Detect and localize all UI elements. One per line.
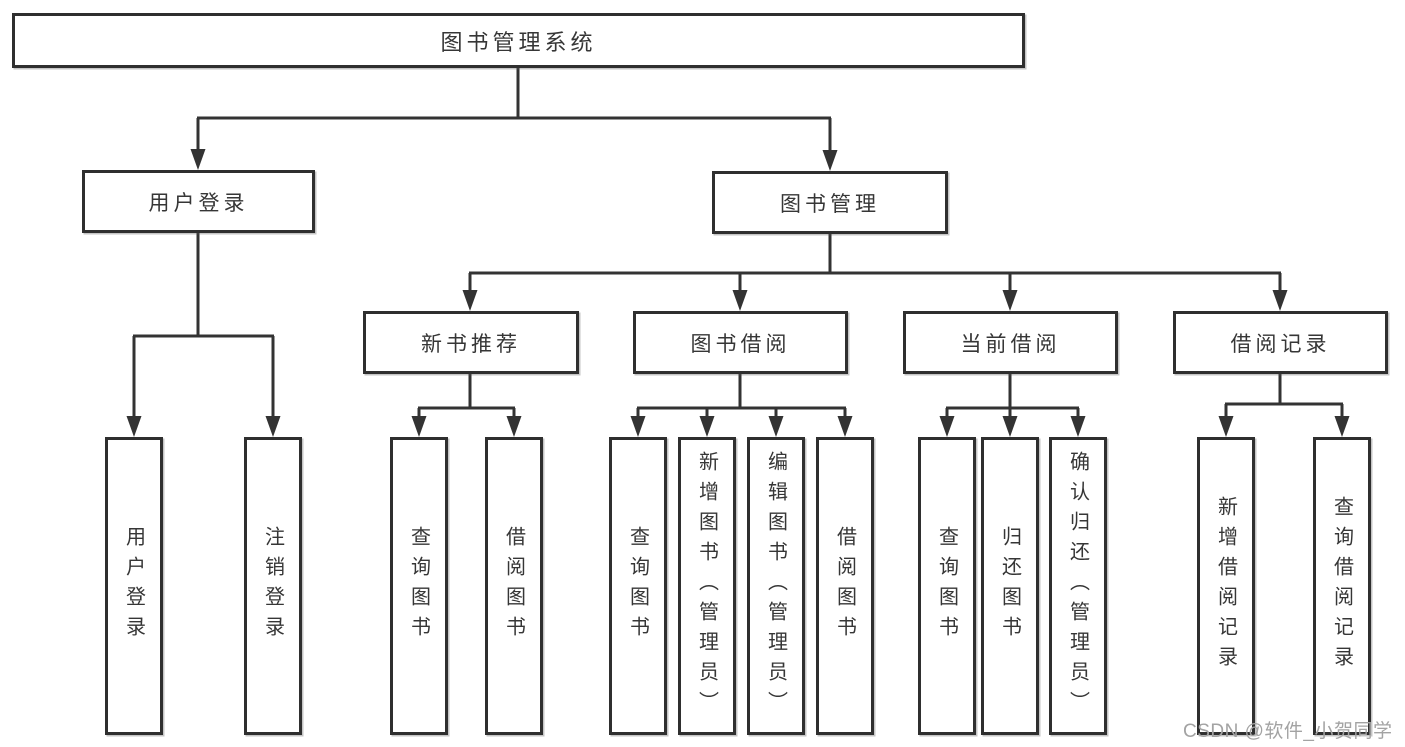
leaf-confirm-return-admin: 确认归还（管理员） <box>1049 437 1107 735</box>
node-current-borrowing: 当前借阅 <box>903 311 1118 374</box>
leaf-borrow-books: 借阅图书 <box>816 437 874 735</box>
leaf-user-login: 用户登录 <box>105 437 163 735</box>
csdn-watermark: CSDN @软件_小贺同学 <box>1183 721 1393 742</box>
leaf-query-borrow-record: 查询借阅记录 <box>1313 437 1371 735</box>
leaf-query-books-current: 查询图书 <box>918 437 976 735</box>
leaf-logout: 注销登录 <box>244 437 302 735</box>
leaf-edit-book-admin: 编辑图书（管理员） <box>747 437 805 735</box>
leaf-return-books: 归还图书 <box>981 437 1039 735</box>
node-new-book-recommend: 新书推荐 <box>363 311 579 374</box>
leaf-borrow-books-recommend: 借阅图书 <box>485 437 543 735</box>
node-user-login: 用户登录 <box>82 170 315 233</box>
leaf-query-books-borrowing: 查询图书 <box>609 437 667 735</box>
leaf-query-books-recommend: 查询图书 <box>390 437 448 735</box>
node-borrow-records: 借阅记录 <box>1173 311 1388 374</box>
leaf-add-book-admin: 新增图书（管理员） <box>678 437 736 735</box>
node-book-management: 图书管理 <box>712 171 948 234</box>
leaf-add-borrow-record: 新增借阅记录 <box>1197 437 1255 735</box>
node-library-system: 图书管理系统 <box>12 13 1025 68</box>
node-book-borrowing: 图书借阅 <box>633 311 848 374</box>
